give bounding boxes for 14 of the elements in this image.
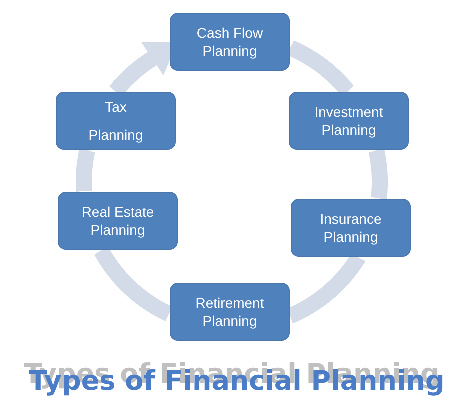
- box-label: Cash Flow Planning: [196, 24, 264, 60]
- process-box: [58, 192, 178, 250]
- box-label: Investment Planning: [314, 103, 384, 139]
- box-label: Planning: [88, 126, 144, 144]
- box-label: Retirement Planning: [194, 294, 266, 330]
- process-box: [170, 283, 290, 341]
- box-label: Insurance Planning: [319, 210, 383, 246]
- process-box: [289, 92, 409, 150]
- process-box: [56, 92, 176, 150]
- process-box: [170, 13, 290, 71]
- process-box: [291, 199, 411, 257]
- diagram-title: Types of Financial Planning: [28, 366, 446, 397]
- box-label: Real Estate Planning: [80, 203, 156, 239]
- box-label: Tax: [105, 98, 127, 116]
